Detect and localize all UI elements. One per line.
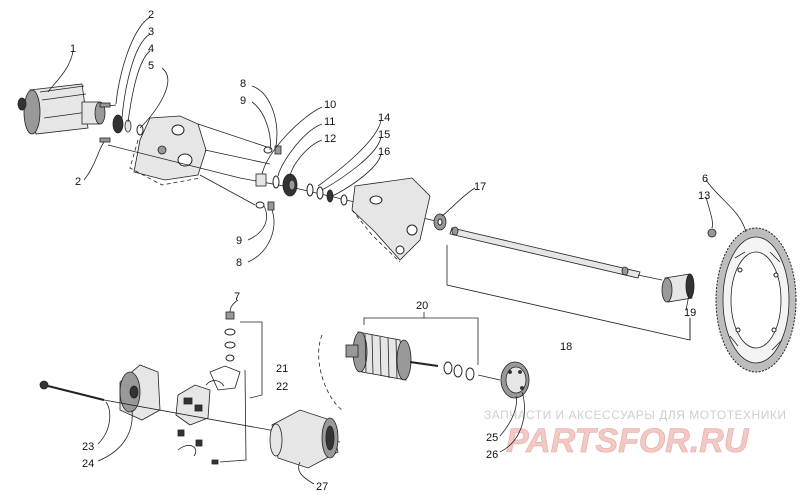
callout-20: 20 (416, 300, 428, 312)
callout-13: 13 (698, 190, 710, 202)
callout-12: 12 (324, 133, 336, 145)
gear-stack (255, 173, 298, 197)
starter-motor (17, 83, 117, 143)
yoke-housing (269, 409, 339, 469)
callout-16: 16 (378, 146, 390, 158)
callout-27: 27 (316, 481, 328, 493)
bearing (433, 213, 447, 231)
callout-26: 26 (486, 449, 498, 461)
callout-5: 5 (148, 60, 154, 72)
callout-2-top: 2 (148, 9, 154, 21)
drive-gear-small (112, 114, 144, 136)
callout-14: 14 (378, 112, 390, 124)
callout-8-bottom: 8 (236, 257, 242, 269)
callout-6: 6 (702, 173, 708, 185)
ring-gear-bolt (707, 228, 717, 238)
pinion (637, 273, 695, 303)
watermark-tagline: ЗАПЧАСТИ И АКСЕССУАРЫ ДЛЯ МОТОТЕХНИКИ (484, 408, 786, 422)
armature (345, 331, 439, 381)
callout-21: 21 (276, 363, 288, 375)
brush-springs (177, 311, 241, 465)
armature-washers (443, 361, 475, 381)
callout-10: 10 (324, 99, 336, 111)
callout-9-top: 9 (240, 95, 246, 107)
callout-23: 23 (82, 441, 94, 453)
callout-22: 22 (276, 381, 288, 393)
end-cap (119, 364, 161, 421)
callout-9-bottom: 9 (236, 235, 242, 247)
callout-15: 15 (378, 129, 390, 141)
bolt-lower (255, 201, 275, 211)
through-bolt (39, 380, 105, 401)
callout-3: 3 (148, 26, 154, 38)
callout-4: 4 (148, 43, 154, 55)
watermark-logo: PARTSFOR.RU (506, 422, 750, 460)
end-disc (500, 361, 530, 399)
callout-8-top: 8 (240, 78, 246, 90)
mount-bracket (129, 115, 271, 186)
drive-shaft (449, 226, 641, 279)
callout-24: 24 (82, 458, 94, 470)
callout-18: 18 (560, 341, 572, 353)
callout-7: 7 (234, 291, 240, 303)
outer-bracket (351, 177, 431, 263)
callout-11: 11 (324, 116, 335, 128)
callout-25: 25 (486, 432, 498, 444)
callout-1: 1 (70, 43, 76, 55)
callout-2-bottom: 2 (75, 176, 81, 188)
callout-19: 19 (684, 307, 696, 319)
washer-stack (306, 183, 348, 206)
ring-gear (715, 227, 797, 373)
brush-plate (175, 384, 211, 426)
callout-17: 17 (474, 181, 486, 193)
